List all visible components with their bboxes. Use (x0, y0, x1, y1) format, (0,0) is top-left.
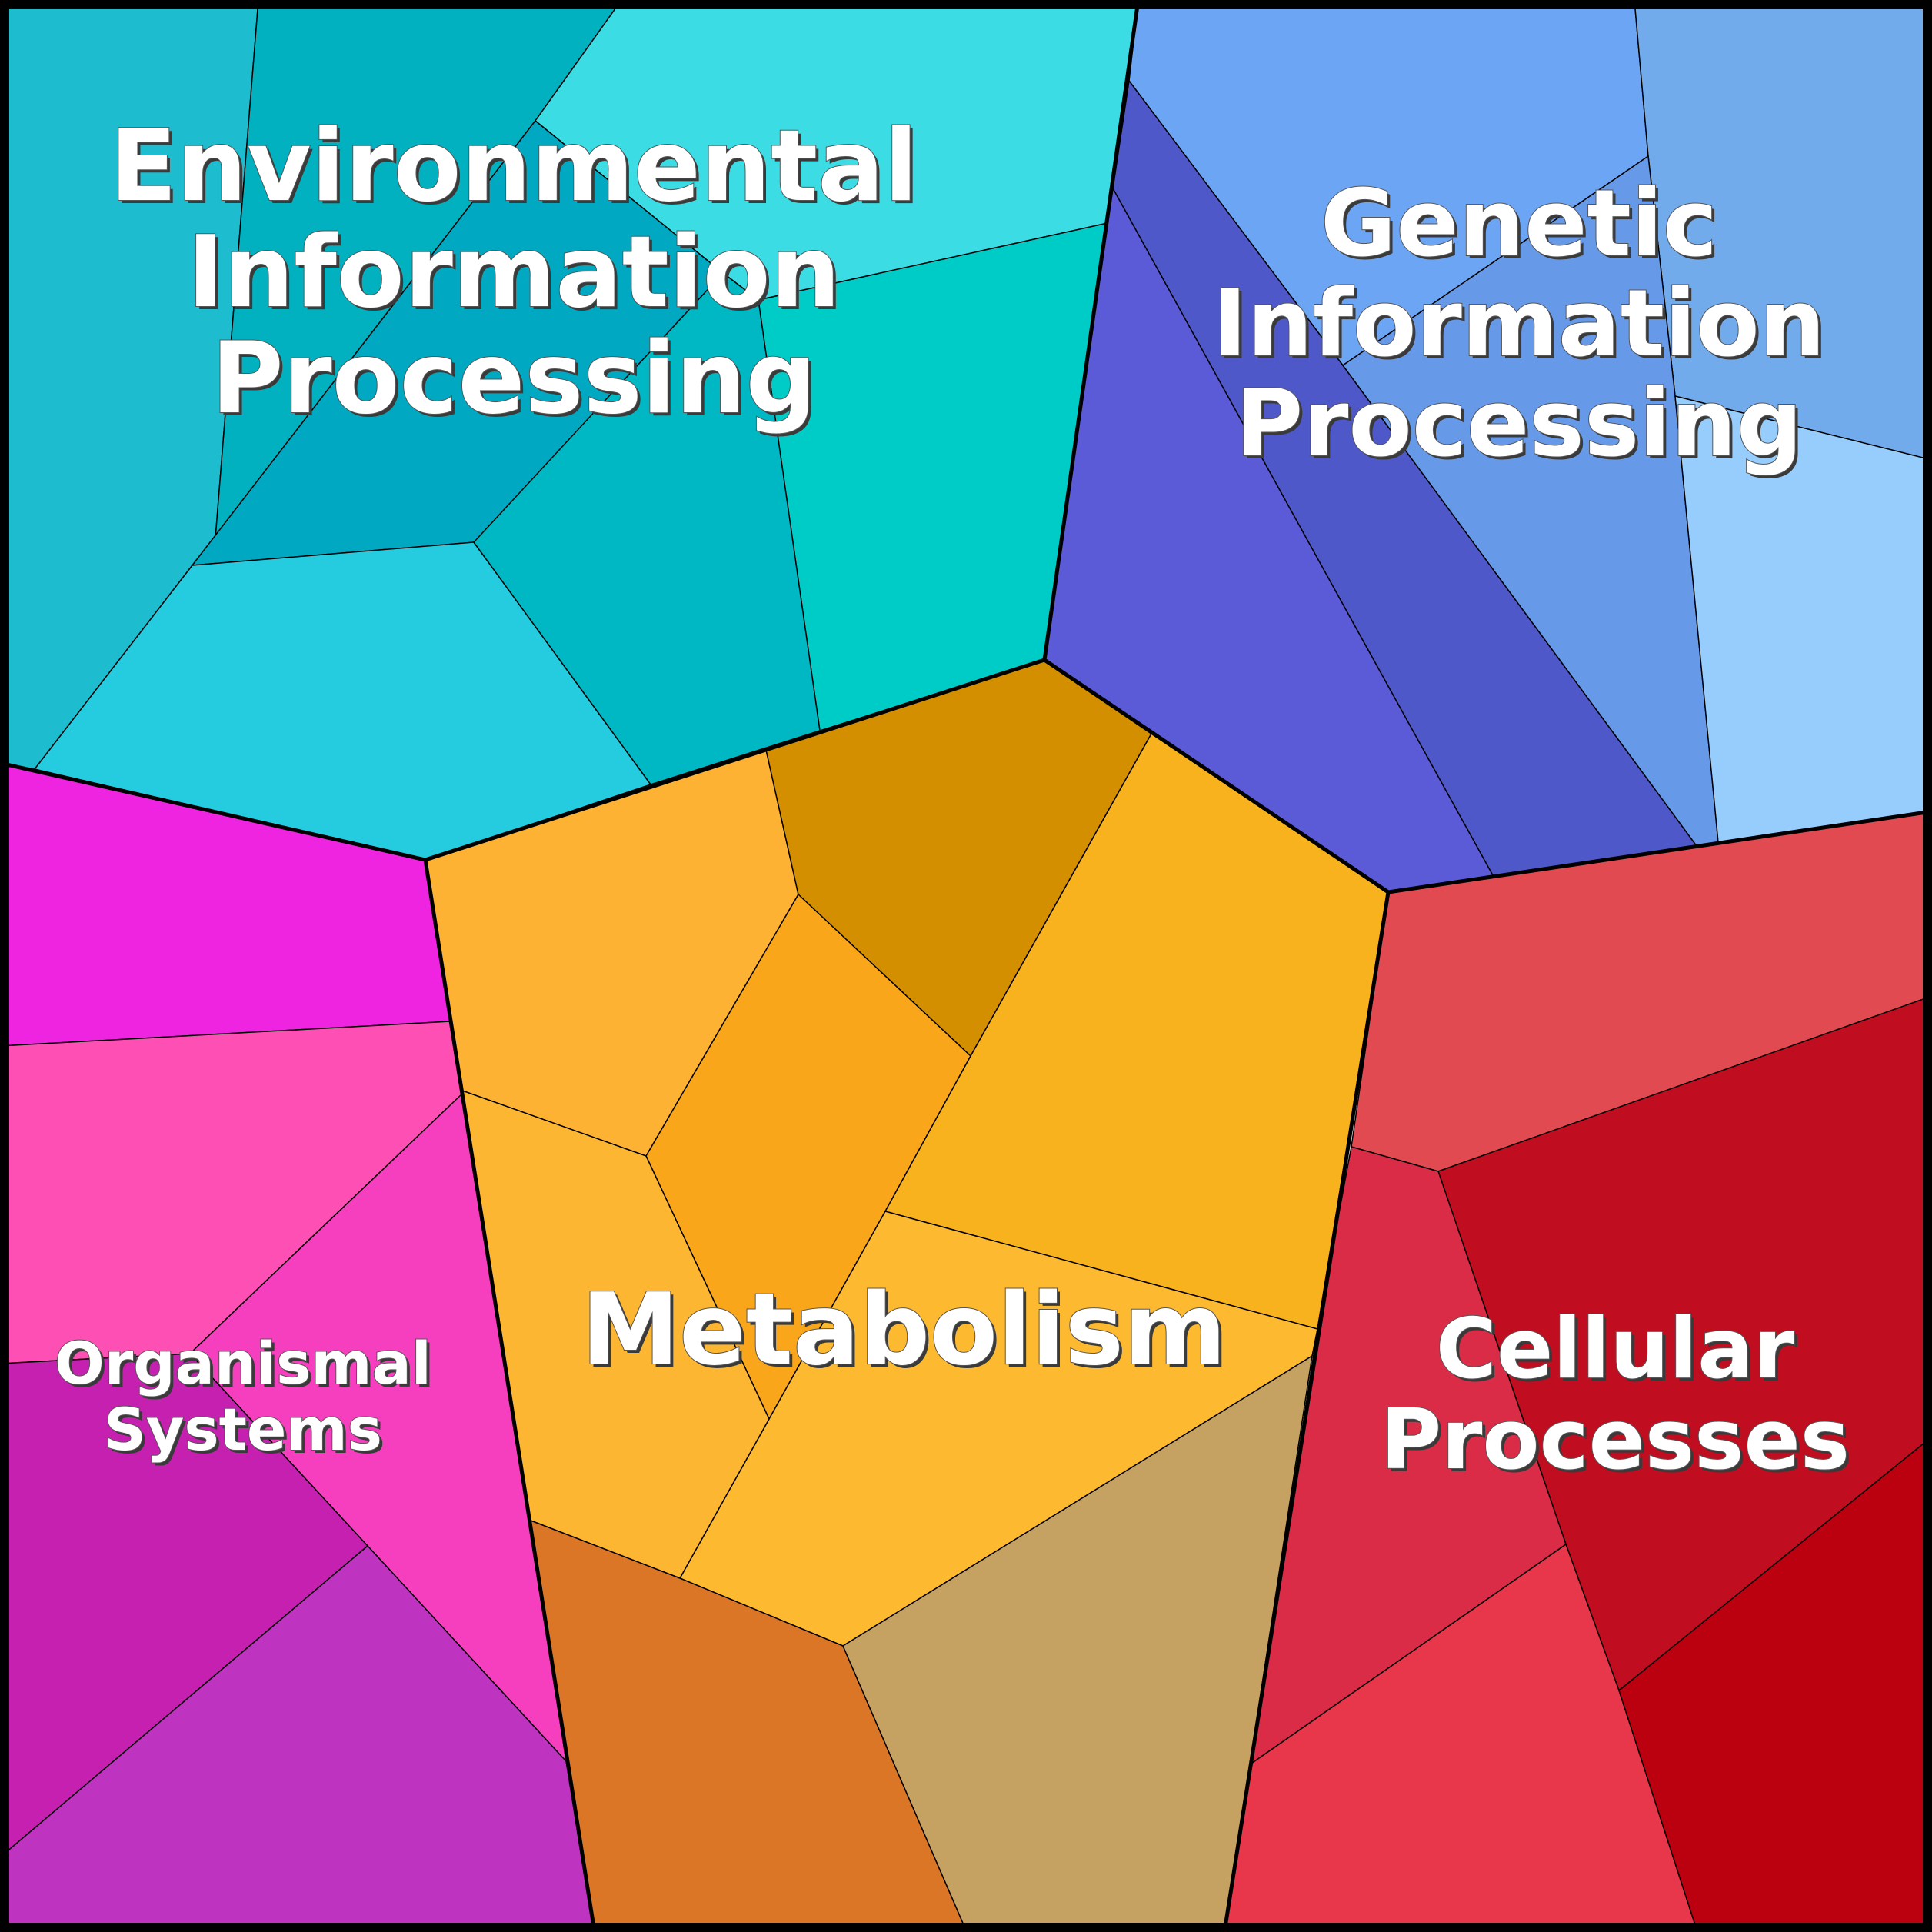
organismal-label: Systems (104, 1395, 382, 1464)
environmental-cell (473, 271, 821, 785)
genetic-label-shadow: Processing (1238, 374, 1805, 481)
environmental-label: Information (187, 215, 840, 330)
region-organismal (0, 762, 595, 1932)
environmental-label: Environmental (110, 109, 918, 224)
environmental-label-shadow: Environmental (113, 112, 921, 227)
cellular-label-shadow: Cellular (1439, 1304, 1798, 1401)
organismal-label-shadow: Systems (107, 1398, 385, 1467)
environmental-label-shadow: Processing (215, 325, 820, 439)
genetic-cell (1674, 395, 1932, 843)
region-border (1222, 891, 1391, 1932)
region-border (0, 0, 1141, 862)
environmental-label: Processing (212, 321, 817, 436)
metabolism-cell (842, 1354, 1313, 1932)
genetic-label-shadow: Genetic (1324, 174, 1720, 281)
genetic-label: Processing (1235, 371, 1802, 478)
cellular-label-shadow: Processes (1384, 1395, 1853, 1491)
cellular-label: Processes (1381, 1392, 1850, 1488)
cellular-cell (1618, 1436, 1932, 1932)
environmental-label-shadow: Information (190, 218, 843, 333)
genetic-label: Genetic (1321, 171, 1717, 278)
organismal-label-shadow: Organismal (58, 1332, 435, 1401)
region-genetic (1044, 0, 1932, 893)
organismal-label: Organismal (55, 1329, 431, 1397)
region-metabolism (425, 659, 1389, 1932)
region-border (423, 859, 597, 1932)
metabolism-label-shadow: Metabolism (585, 1276, 1230, 1391)
cellular-label: Cellular (1436, 1301, 1795, 1397)
genetic-label: Information (1213, 271, 1825, 378)
genetic-label-shadow: Information (1216, 274, 1828, 381)
region-environmental (0, 0, 1139, 861)
metabolism-label: Metabolism (581, 1273, 1227, 1387)
region-cellular (1224, 811, 1932, 1932)
